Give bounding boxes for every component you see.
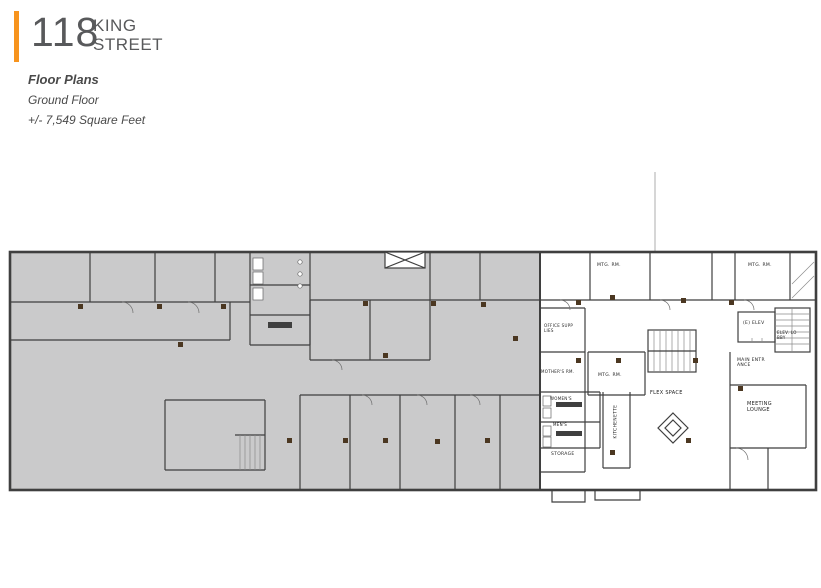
room-label-main-entrance: MAIN ENTRANCE — [737, 358, 765, 369]
room-label-mens: MEN'S — [553, 422, 568, 427]
room-label-mtg-rm-top-right: MTG. RM. — [748, 263, 772, 268]
room-label-existing-elevator: (E) ELEV — [743, 321, 765, 326]
room-label-kitchenette: KITCHENETTE — [613, 404, 619, 439]
shaded-area — [10, 252, 540, 490]
compass-diamond-icon — [657, 412, 689, 444]
elevator — [737, 311, 776, 343]
room-label-meeting-lounge: MEETING LOUNGE — [747, 401, 772, 413]
shaft-crosshatch — [384, 251, 426, 269]
door-arcs — [121, 299, 755, 461]
street-word-bottom: STREET — [93, 35, 164, 54]
room-label-flex-space: FLEX SPACE — [650, 390, 683, 396]
accent-bar — [14, 11, 19, 62]
entry-stubs — [551, 490, 641, 503]
floor-name: Ground Floor — [28, 93, 99, 107]
street-name: KING STREET — [93, 16, 163, 54]
interior-walls-white — [540, 252, 816, 490]
square-feet: +/- 7,549 Square Feet — [28, 113, 146, 127]
address-number: 118 — [31, 9, 100, 55]
room-label-office-supplies: OFFICE SUPPLIES — [544, 323, 574, 333]
room-label-mtg-rm-top-left: MTG. RM. — [597, 263, 621, 268]
room-label-elev-lobby: ELEV. LOBBY — [777, 330, 797, 340]
stairs-right — [774, 307, 811, 353]
stairs-center — [647, 329, 697, 373]
room-label-storage: STORAGE — [551, 452, 575, 457]
restroom-fixtures-core — [252, 257, 303, 328]
street-word-top: KING — [93, 16, 137, 35]
plan-title: Floor Plans — [28, 72, 99, 87]
interior-walls-shaded — [10, 252, 540, 490]
room-label-mtg-rm-mid: MTG. RM. — [598, 373, 622, 378]
restroom-fixtures — [542, 395, 582, 448]
room-label-womens: WOMEN'S — [550, 396, 572, 401]
column-markers — [78, 295, 743, 455]
room-label-mothers-rm: MOTHER'S RM. — [541, 369, 575, 374]
